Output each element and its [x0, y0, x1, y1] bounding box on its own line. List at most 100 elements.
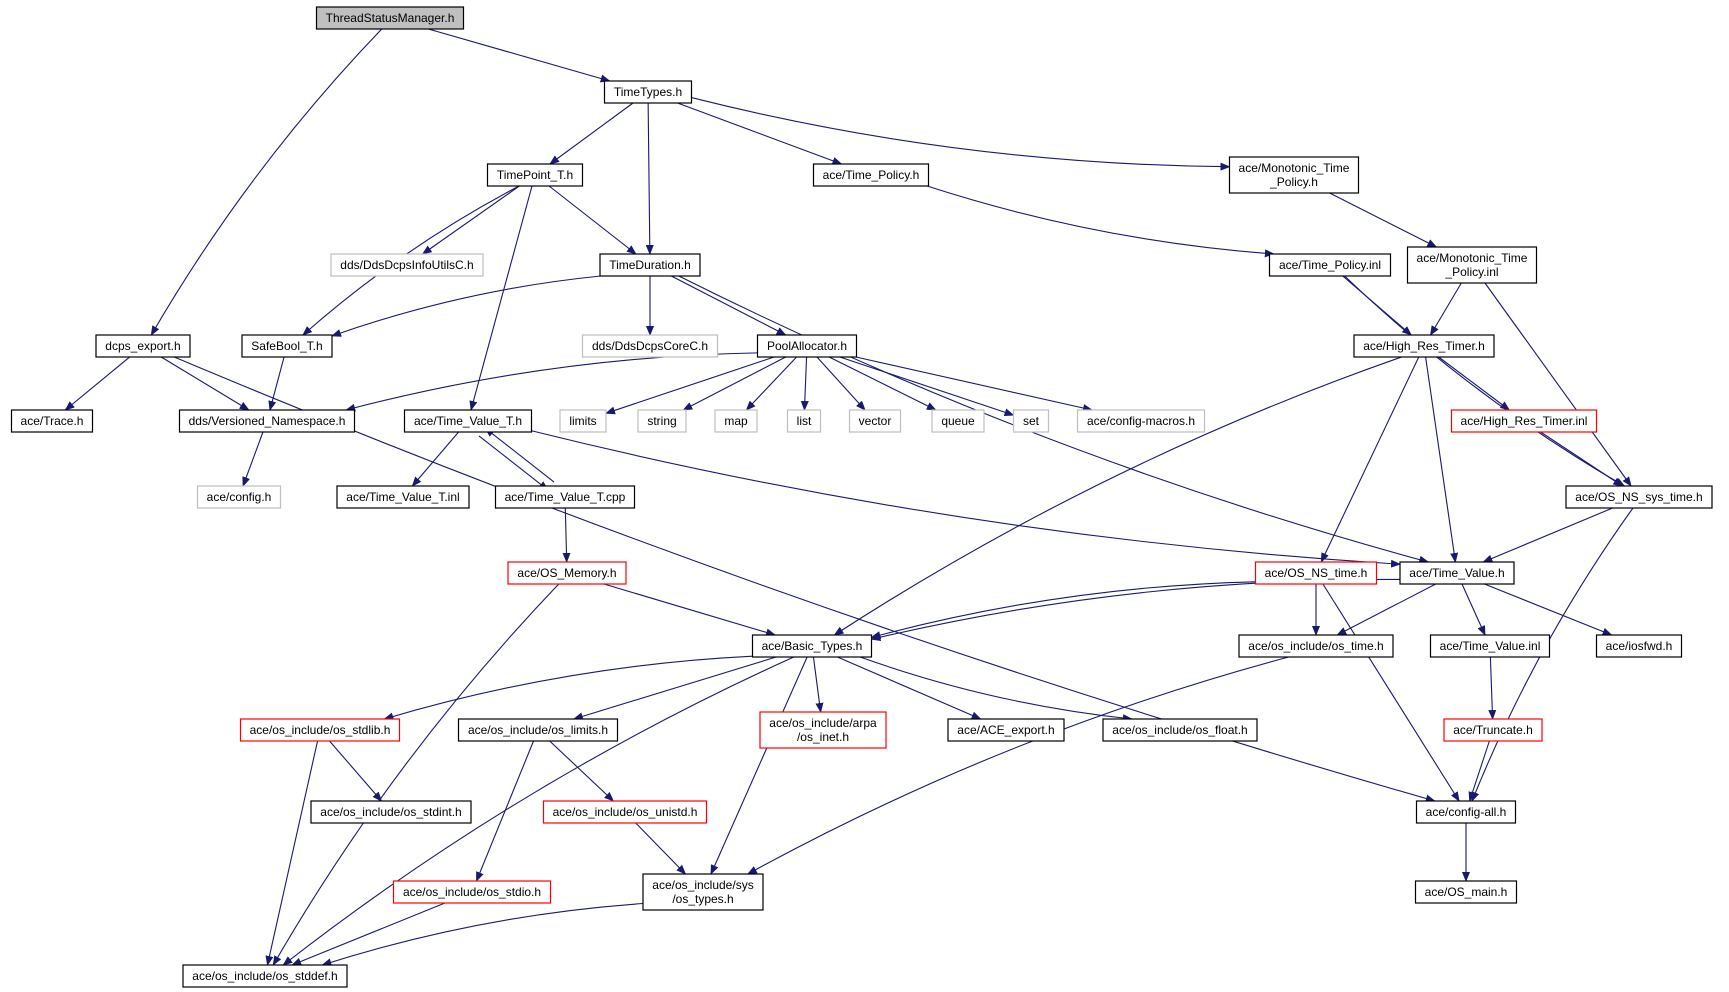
- node-label: ace/config-all.h: [1426, 805, 1507, 819]
- edge-line: [710, 656, 808, 875]
- node-box: [947, 718, 1065, 742]
- node-time-value-inl[interactable]: ace/Time_Value.inl: [1429, 634, 1551, 658]
- edge-line: [562, 507, 571, 563]
- node-high-res-inl[interactable]: ace/High_Res_Timer.inl: [1450, 409, 1598, 433]
- node-map[interactable]: map: [714, 409, 758, 433]
- edge-line: [745, 356, 797, 411]
- edge-line: [383, 655, 753, 721]
- node-box: [931, 409, 985, 433]
- node-vector[interactable]: vector: [848, 409, 902, 433]
- node-dds-core[interactable]: dds/DdsDcpsCoreC.h: [581, 334, 719, 358]
- node-timeduration[interactable]: TimeDuration.h: [599, 253, 701, 277]
- edge-line: [321, 902, 644, 967]
- node-safebool[interactable]: SafeBool_T.h: [241, 334, 333, 358]
- node-label: map: [724, 414, 748, 428]
- edge-line: [1484, 282, 1632, 487]
- edge-timepoint-to-timeduration: [548, 185, 637, 255]
- node-mono-policy-h[interactable]: ace/Monotonic_Time_Policy.h: [1228, 156, 1360, 194]
- node-timepoint[interactable]: TimePoint_T.h: [486, 163, 584, 187]
- edge-safebool-to-versioned: [268, 356, 285, 411]
- node-iosfwd[interactable]: ace/iosfwd.h: [1595, 634, 1683, 658]
- node-string[interactable]: string: [637, 409, 687, 433]
- edge-line: [1329, 192, 1438, 248]
- node-label: ace/Monotonic_Time: [1239, 161, 1350, 175]
- node-config-macros[interactable]: ace/config-macros.h: [1076, 409, 1206, 433]
- node-label: ace/OS_main.h: [1425, 885, 1508, 899]
- node-os-main[interactable]: ace/OS_main.h: [1414, 880, 1518, 904]
- edge-time_value_inl-to-truncate: [1488, 656, 1497, 720]
- node-config-all[interactable]: ace/config-all.h: [1415, 800, 1517, 824]
- edge-line: [1482, 507, 1613, 563]
- node-os-float[interactable]: ace/os_include/os_float.h: [1102, 718, 1258, 742]
- node-os-limits[interactable]: ace/os_include/os_limits.h: [457, 718, 619, 742]
- node-box: [1429, 634, 1551, 658]
- node-label: /os_types.h: [672, 892, 733, 906]
- edge-mono_policy_inl-to-high_res: [1430, 282, 1462, 336]
- node-trace[interactable]: ace/Trace.h: [10, 409, 94, 433]
- edge-poolalloc-to-config_macros: [855, 356, 1093, 412]
- node-label: ace/Time_Value.inl: [1440, 639, 1541, 653]
- node-dcps-export[interactable]: dcps_export.h: [95, 334, 191, 358]
- node-os-stddef[interactable]: ace/os_include/os_stddef.h: [182, 964, 348, 988]
- edge-line: [1461, 583, 1486, 636]
- edge-poolalloc-to-limits: [605, 356, 775, 415]
- edge-mono_policy_h-to-mono_policy_inl: [1329, 192, 1438, 248]
- node-high-res[interactable]: ace/High_Res_Timer.h: [1353, 334, 1495, 358]
- edge-line: [855, 356, 1093, 412]
- node-list[interactable]: list: [786, 409, 822, 433]
- node-os-stdint[interactable]: ace/os_include/os_stdint.h: [310, 800, 472, 824]
- node-time-value-t[interactable]: ace/Time_Value_T.h: [403, 409, 533, 433]
- node-poolalloc[interactable]: PoolAllocator.h: [756, 334, 858, 358]
- node-queue[interactable]: queue: [931, 409, 985, 433]
- node-sys-types[interactable]: ace/os_include/sys/os_types.h: [642, 873, 764, 911]
- edge-line: [475, 740, 535, 882]
- edge-timeduration-to-time_value: [678, 275, 1430, 564]
- node-time-policy-inl[interactable]: ace/Time_Policy.inl: [1268, 253, 1392, 277]
- node-truncate[interactable]: ace/Truncate.h: [1443, 718, 1543, 742]
- edge-basic_types-to-sys_types: [710, 656, 808, 875]
- node-time-policy[interactable]: ace/Time_Policy.h: [812, 163, 930, 187]
- node-label: ace/os_include/os_limits.h: [468, 723, 608, 737]
- edge-timetypes-to-time_policy: [677, 102, 843, 165]
- edge-line: [691, 97, 1231, 171]
- edge-high_res-to-high_res_inl: [1438, 356, 1511, 411]
- edge-line: [548, 185, 637, 255]
- node-set[interactable]: set: [1012, 409, 1050, 433]
- edge-time_value-to-basic_types: [870, 578, 1401, 642]
- node-mono-policy-inl[interactable]: ace/Monotonic_Time_Policy.inl: [1406, 246, 1538, 284]
- node-box: [1450, 409, 1598, 433]
- node-os-inet[interactable]: ace/os_include/arpa/os_inet.h: [759, 711, 887, 749]
- edge-line: [926, 185, 1275, 258]
- node-os-ns-time[interactable]: ace/OS_NS_time.h: [1254, 561, 1378, 585]
- node-os-memory[interactable]: ace/OS_Memory.h: [507, 561, 627, 585]
- edge-line: [174, 356, 1436, 803]
- node-config-h[interactable]: ace/config.h: [196, 485, 282, 509]
- node-os-ns-sys-time[interactable]: ace/OS_NS_sys_time.h: [1565, 485, 1713, 509]
- node-time-value-t-cpp[interactable]: ace/Time_Value_T.cpp: [494, 485, 636, 509]
- edge-time_value-to-os_time: [1336, 583, 1437, 636]
- edge-line: [268, 356, 285, 411]
- node-box: [1353, 334, 1495, 358]
- node-timetypes[interactable]: TimeTypes.h: [603, 80, 693, 104]
- node-time-value-t-inl[interactable]: ace/Time_Value_T.inl: [336, 485, 470, 509]
- node-os-stdlib[interactable]: ace/os_include/os_stdlib.h: [239, 718, 401, 742]
- node-limits[interactable]: limits: [559, 409, 607, 433]
- edge-line: [816, 356, 866, 411]
- edge-line: [839, 356, 1015, 417]
- node-os-time[interactable]: ace/os_include/os_time.h: [1238, 634, 1394, 658]
- node-versioned[interactable]: dds/Versioned_Namespace.h: [178, 409, 356, 433]
- edge-line: [678, 275, 1430, 564]
- node-os-unistd[interactable]: ace/os_include/os_unistd.h: [542, 800, 708, 824]
- node-os-stdio[interactable]: ace/os_include/os_stdio.h: [392, 880, 552, 904]
- edge-line: [605, 356, 775, 415]
- node-time-value[interactable]: ace/Time_Value.h: [1399, 561, 1515, 585]
- node-basic-types[interactable]: ace/Basic_Types.h: [751, 634, 873, 658]
- node-ace-export[interactable]: ace/ACE_export.h: [947, 718, 1065, 742]
- edge-poolalloc-to-vector: [816, 356, 866, 411]
- node-box: [1595, 634, 1683, 658]
- edge-poolalloc-to-set: [839, 356, 1015, 417]
- node-dds-infoutils[interactable]: dds/DdsDcpsInfoUtilsC.h: [330, 253, 484, 277]
- node-box: [751, 634, 873, 658]
- node-root[interactable]: ThreadStatusManager.h: [315, 6, 465, 30]
